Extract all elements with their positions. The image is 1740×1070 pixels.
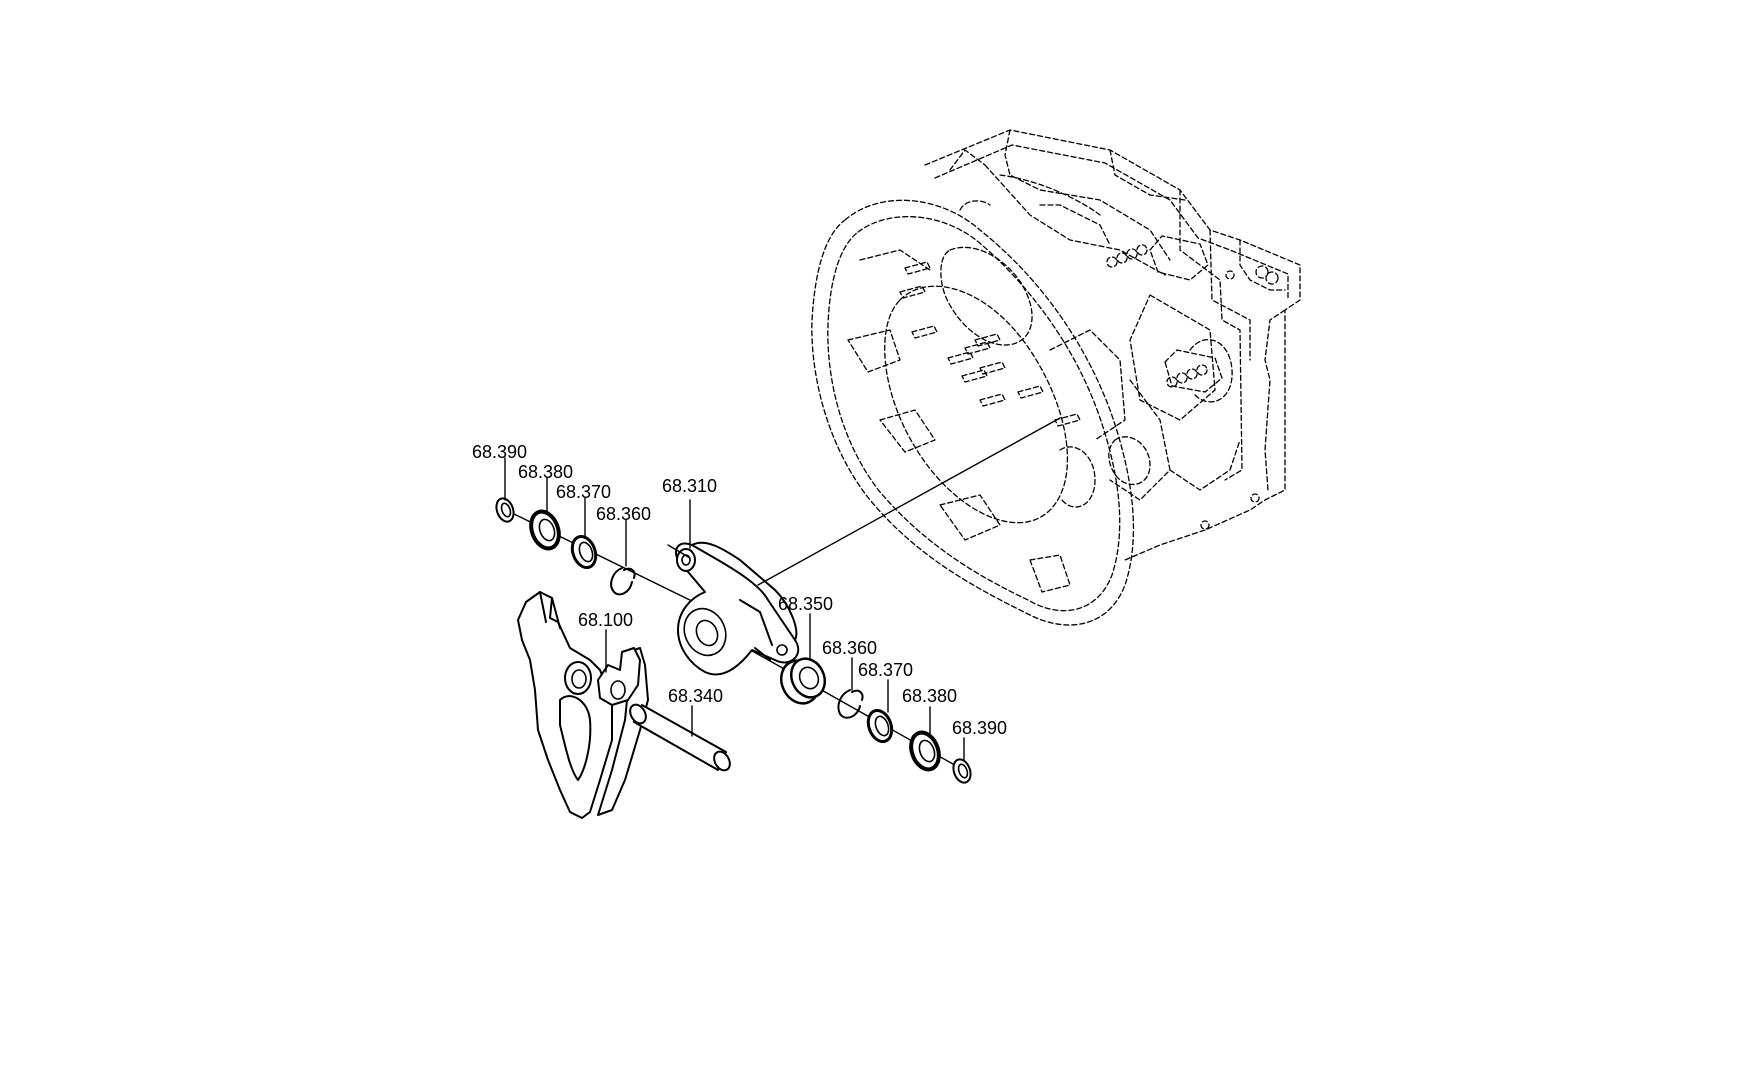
bushing-68-350 <box>779 657 827 705</box>
leader-lines <box>504 457 965 761</box>
callout-ring-right-370: 68.370 <box>858 660 913 680</box>
washer-68-390-left <box>495 497 515 523</box>
callout-washer-right-390: 68.390 <box>952 718 1007 738</box>
ring-68-370-right <box>866 709 894 743</box>
assembly-line-lever-to-housing <box>757 417 1061 586</box>
circlip-68-360-left <box>610 567 636 596</box>
seal-68-380-left <box>529 509 561 551</box>
lever-68-310 <box>674 541 800 676</box>
housing-bosses <box>1106 244 1279 530</box>
callout-labels: 68.390 68.380 68.370 68.360 68.310 68.10… <box>472 442 1007 738</box>
ring-68-370-left <box>570 535 598 569</box>
callout-lever-310: 68.310 <box>662 476 717 496</box>
callout-circlip-right-360: 68.360 <box>822 638 877 658</box>
callout-bushing-350: 68.350 <box>778 594 833 614</box>
callout-ring-left-370: 68.370 <box>556 482 611 502</box>
lever-leader-axis <box>667 544 691 559</box>
pin-68-340 <box>629 703 731 772</box>
release-fork-68-100 <box>517 591 649 819</box>
seal-68-380-right <box>909 730 941 772</box>
transmission-housing-outline <box>811 129 1301 626</box>
callout-seal-right-380: 68.380 <box>902 686 957 706</box>
callout-fork-100: 68.100 <box>578 610 633 630</box>
callout-seal-left-380: 68.380 <box>518 462 573 482</box>
callout-pin-340: 68.340 <box>668 686 723 706</box>
circlip-68-360-right <box>837 689 864 719</box>
housing-studs <box>899 261 1081 427</box>
callout-circlip-left-360: 68.360 <box>596 504 651 524</box>
callout-washer-left-390: 68.390 <box>472 442 527 462</box>
washer-68-390-right <box>952 758 972 784</box>
